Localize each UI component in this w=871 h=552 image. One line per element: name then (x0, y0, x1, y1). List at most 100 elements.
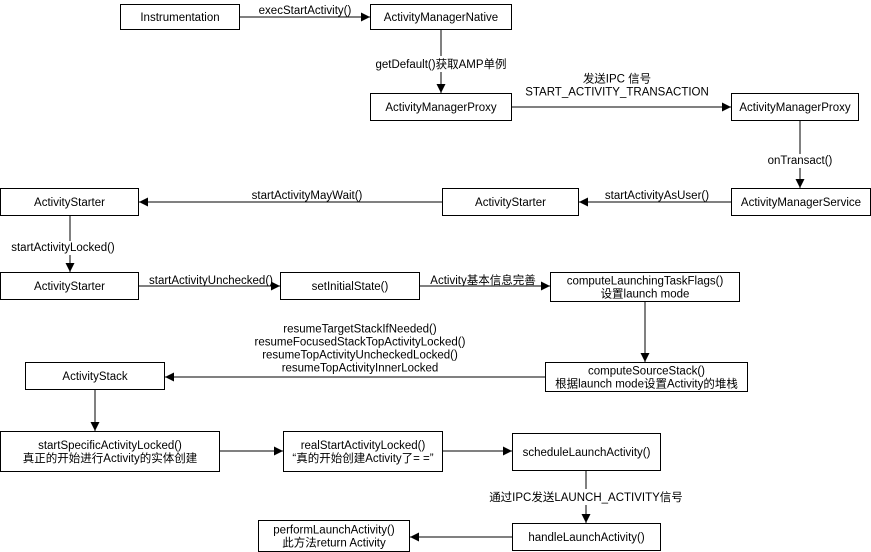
edge-label-line: Activity基本信息完善 (430, 273, 535, 287)
node-amp2: ActivityManagerProxy (731, 93, 859, 121)
node-box (731, 188, 871, 216)
edge-label-e1: execStartActivity() (259, 5, 352, 17)
node-box (0, 272, 139, 300)
node-box (258, 520, 410, 552)
node-label-line: ActivityManagerProxy (739, 102, 850, 114)
svg-text:setInitialState(): setInitialState() (312, 281, 389, 293)
svg-text:Activity基本信息完善: Activity基本信息完善 (430, 273, 535, 287)
node-label-line: Instrumentation (140, 12, 219, 24)
node-label-line: 此方法return Activity (282, 536, 386, 550)
svg-text:startActivityUnchecked(): startActivityUnchecked() (149, 275, 273, 287)
svg-text:ActivityManagerProxy: ActivityManagerProxy (385, 102, 496, 114)
svg-text:Instrumentation: Instrumentation (140, 12, 219, 24)
node-handle-launch: handleLaunchActivity() (512, 523, 661, 551)
node-label-line: startSpecificActivityLocked() (38, 440, 182, 452)
edge-label-e6: startActivityMayWait() (252, 190, 363, 202)
node-amn: ActivityManagerNative (370, 4, 512, 30)
node-box (512, 523, 661, 551)
svg-text:startSpecificActivityLocked()真: startSpecificActivityLocked()真正的开始进行Acti… (23, 440, 198, 465)
node-box (545, 362, 748, 392)
svg-text:onTransact(): onTransact() (768, 155, 833, 167)
edge-label-e15: 通过IPC发送LAUNCH_ACTIVITY信号 (487, 489, 685, 505)
node-label-line: 根据launch mode设置Activity的堆栈 (555, 377, 738, 391)
svg-text:computeLaunchingTaskFlags()设置l: computeLaunchingTaskFlags()设置launch mode (567, 276, 724, 301)
node-label-line: realStartActivityLocked() (301, 440, 426, 452)
edge-label-line: resumeTopActivityUncheckedLocked() (262, 350, 458, 362)
svg-text:getDefault()获取AMP单例: getDefault()获取AMP单例 (375, 57, 506, 71)
svg-text:ActivityManagerService: ActivityManagerService (741, 197, 861, 209)
edge-label-e8: startActivityUnchecked() (149, 275, 273, 287)
node-real-start: realStartActivityLocked()“真的开始创建Activity… (283, 431, 443, 472)
edge-label-bg (487, 489, 685, 505)
node-label-line: ActivityManagerService (741, 197, 861, 209)
node-compute-flags: computeLaunchingTaskFlags()设置launch mode (550, 272, 740, 302)
node-label-line: ActivityStarter (34, 281, 105, 293)
edge-label-line: 发送IPC 信号 (583, 72, 651, 86)
node-instrumentation: Instrumentation (120, 4, 240, 30)
node-box (0, 431, 220, 472)
node-start-specific: startSpecificActivityLocked()真正的开始进行Acti… (0, 431, 220, 472)
node-box (280, 272, 420, 300)
node-label-line: ActivityManagerNative (384, 12, 498, 24)
edge-label-e7: startActivityLocked() (9, 241, 117, 255)
node-schedule-launch: scheduleLaunchActivity() (512, 433, 661, 471)
edge-label-line: resumeFocusedStackTopActivityLocked() (255, 337, 466, 349)
svg-text:scheduleLaunchActivity(): scheduleLaunchActivity() (523, 447, 651, 459)
svg-text:ActivityManagerNative: ActivityManagerNative (384, 12, 498, 24)
edge-label-e11: resumeTargetStackIfNeeded()resumeFocused… (252, 322, 468, 376)
node-amp1: ActivityManagerProxy (370, 93, 512, 121)
svg-text:ActivityStarter: ActivityStarter (34, 197, 105, 209)
node-label-line: 真正的开始进行Activity的实体创建 (23, 451, 198, 465)
edge-label-line: 通过IPC发送LAUNCH_ACTIVITY信号 (489, 490, 683, 504)
node-label-line: scheduleLaunchActivity() (523, 447, 651, 459)
edge-label-line: resumeTopActivityInnerLocked (282, 363, 439, 375)
node-label-line: computeLaunchingTaskFlags() (567, 276, 724, 288)
svg-text:performLaunchActivity()此方法retu: performLaunchActivity()此方法return Activit… (273, 525, 395, 550)
svg-text:realStartActivityLocked()“真的开始: realStartActivityLocked()“真的开始创建Activity… (292, 440, 433, 465)
node-box (442, 188, 579, 216)
node-perform-launch: performLaunchActivity()此方法return Activit… (258, 520, 410, 552)
node-box (370, 4, 512, 30)
node-label-line: setInitialState() (312, 281, 389, 293)
node-box (370, 93, 512, 121)
node-label-line: ActivityStack (62, 371, 127, 383)
edge-label-bg (765, 154, 835, 168)
edge-label-line: startActivityUnchecked() (149, 275, 273, 287)
node-label-line: 设置launch mode (601, 288, 690, 301)
edge-label-line: execStartActivity() (259, 5, 352, 17)
node-box (120, 4, 240, 30)
edge-label-line: startActivityLocked() (11, 242, 115, 254)
node-starter-mid: ActivityStarter (442, 188, 579, 216)
edge-label-e5: startActivityAsUser() (605, 190, 709, 202)
node-label-line: computeSourceStack() (588, 366, 705, 378)
node-box (283, 431, 443, 472)
svg-text:startActivityLocked(): startActivityLocked() (11, 242, 115, 254)
svg-text:ActivityStarter: ActivityStarter (34, 281, 105, 293)
edge-label-line: getDefault()获取AMP单例 (375, 57, 506, 71)
edge-label-e9: Activity基本信息完善 (430, 273, 535, 287)
node-box (512, 433, 661, 471)
node-activity-stack: ActivityStack (25, 362, 165, 390)
svg-text:startActivityMayWait(): startActivityMayWait() (252, 190, 363, 202)
node-label-line: ActivityStarter (475, 197, 546, 209)
node-label-line: ActivityStarter (34, 197, 105, 209)
edge-label-bg (252, 322, 468, 376)
node-label-line: performLaunchActivity() (273, 525, 395, 537)
edge-label-line: resumeTargetStackIfNeeded() (283, 324, 437, 336)
node-box (25, 362, 165, 390)
edge-label-line: onTransact() (768, 155, 833, 167)
svg-text:resumeTargetStackIfNeeded()res: resumeTargetStackIfNeeded()resumeFocused… (255, 324, 466, 375)
edge-label-line: START_ACTIVITY_TRANSACTION (525, 87, 709, 99)
node-label-line: ActivityManagerProxy (385, 102, 496, 114)
node-box (550, 272, 740, 302)
svg-text:ActivityManagerProxy: ActivityManagerProxy (739, 102, 850, 114)
svg-text:ActivityStarter: ActivityStarter (475, 197, 546, 209)
edge-label-e4: onTransact() (765, 154, 835, 168)
node-starter-left: ActivityStarter (0, 188, 139, 216)
svg-text:handleLaunchActivity(): handleLaunchActivity() (528, 532, 645, 544)
node-ams: ActivityManagerService (731, 188, 871, 216)
edge-label-line: startActivityMayWait() (252, 190, 363, 202)
